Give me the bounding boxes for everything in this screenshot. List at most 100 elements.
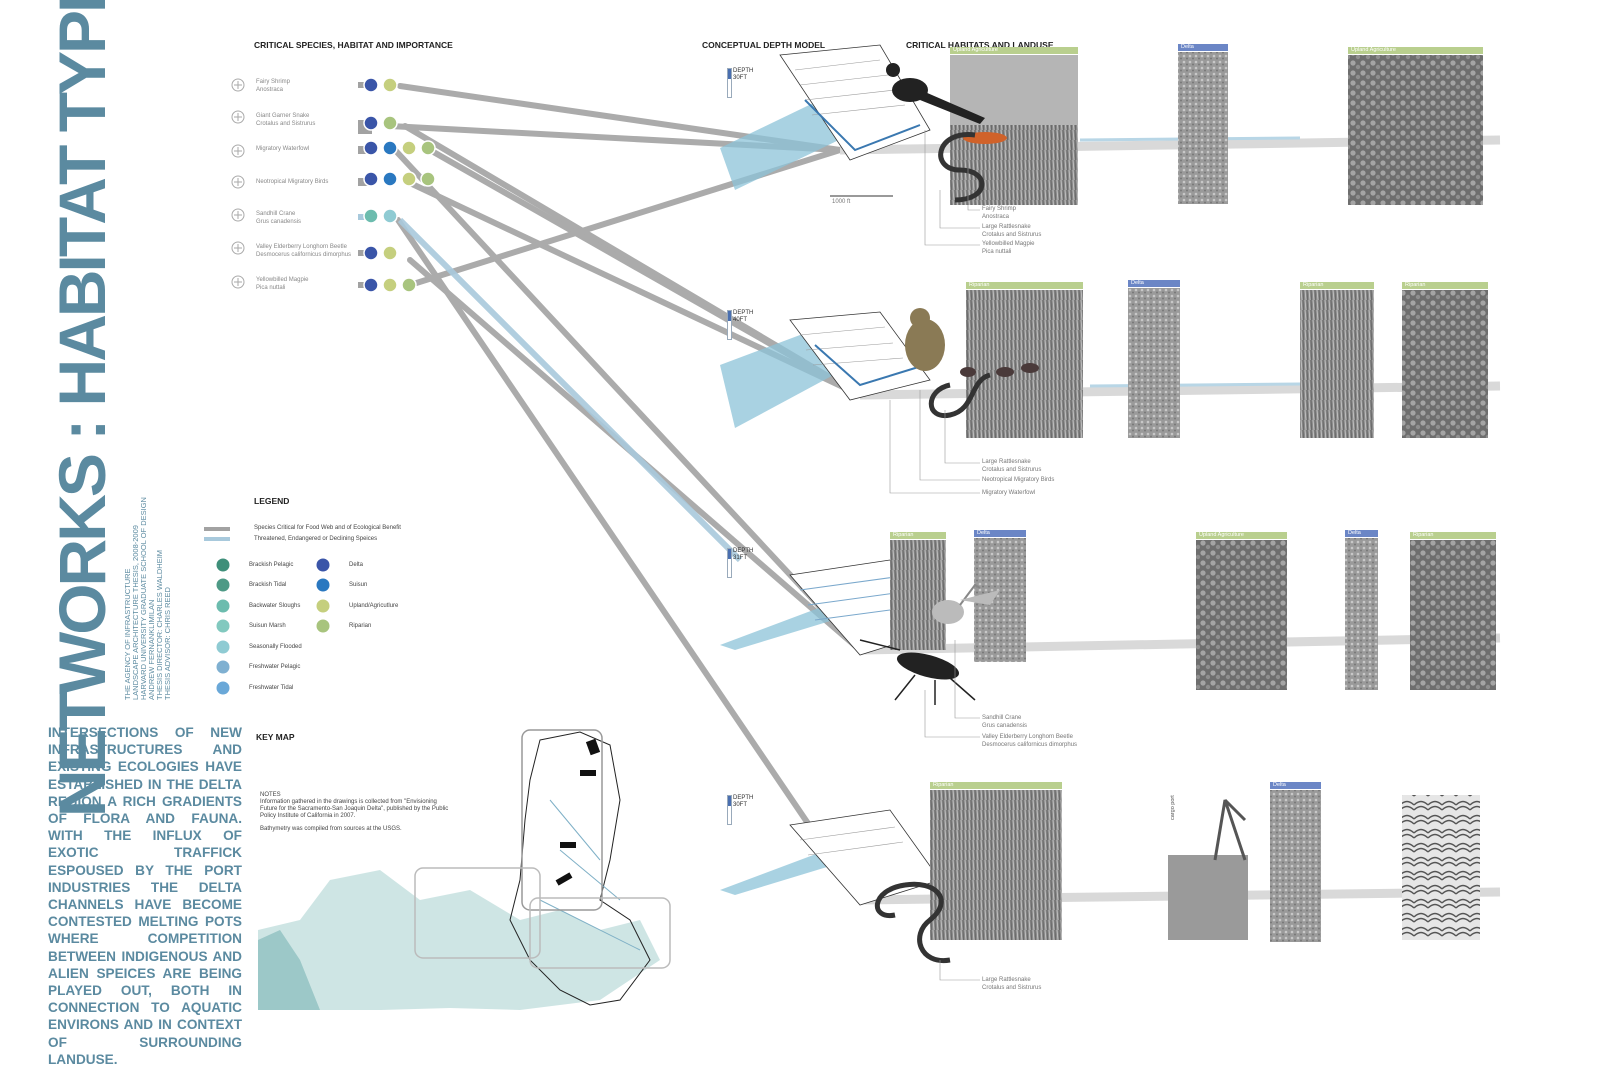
plus-icon [231,208,245,222]
habitat-dot [420,171,436,187]
habitat-tag: Upland Agriculture [1196,532,1287,539]
depth-model-2 [720,311,931,428]
legend-swatches [215,557,331,696]
habitat-tag: Riparian [890,532,946,539]
legend-item: Backwater Sloughs [249,603,301,609]
habitat-dot [363,140,379,156]
photo-suburb [1402,795,1480,940]
habitat-dot [363,77,379,93]
snake-icon [875,881,951,963]
snake-icon [928,372,991,418]
habitat-tag: Delta [974,530,1026,537]
photo-delta-texture [1345,538,1378,690]
legend-line-label: Species Critical for Food Web and of Eco… [254,525,401,531]
habitat-dot [382,140,398,156]
cargo-label: cargo port [1170,795,1176,820]
key-map [258,729,671,1010]
legend-item: Delta [349,562,364,568]
habitat-tag: Upland Agriculture [1348,47,1483,54]
photo-marsh [930,790,1062,940]
habitat-tag: Riparian [1410,532,1496,539]
legend-header: LEGEND [254,496,290,506]
plus-icon [231,110,245,124]
photo-delta-texture [1128,288,1180,438]
habitat-tag: Riparian [1300,282,1374,289]
photo-port [1168,855,1248,940]
photo-riparian [1300,290,1374,438]
depth-model-header: CONCEPTUAL DEPTH MODEL [702,40,826,50]
species-list [231,77,436,293]
legend-item: Brackish Tidal [249,582,287,588]
legend-line-label: Threatened, Endangered or Declining Spei… [254,536,378,542]
legend-lines [204,527,230,541]
habitat-dot [382,171,398,187]
snake-icon [938,132,985,203]
habitat-tag: Delta [1270,782,1321,789]
legend-item: Suisun Marsh [249,623,286,629]
species-label-2: Migratory Waterfowl [256,146,310,152]
legend-item: Upland/Agricutlure [349,603,399,609]
legend-item: Freshwater Tidal [249,685,294,691]
photo-riparian [1410,540,1496,690]
habitat-dot [382,77,398,93]
species-label-3: Neotropical Migratory Birds [256,179,329,185]
habitat-tag: Riparian [930,782,1062,789]
habitat-tag: Riparian [1402,282,1488,289]
photo-riparian [890,540,946,650]
habitat-dot [363,115,379,131]
photo-riparian [1402,290,1488,438]
plus-icon [231,275,245,289]
crane-icon [932,583,1000,624]
depth-model-4 [720,809,941,906]
photo-delta-texture [1178,52,1228,204]
habitat-tag: Upland Agriculture [950,47,1078,54]
habitat-dot [382,208,398,224]
photo-marsh [966,290,1083,438]
habitat-dot [401,140,417,156]
habitat-dot [401,171,417,187]
habitat-dot [382,277,398,293]
habitat-dot [382,115,398,131]
profile-line [859,633,1501,655]
annotation: Neotropical Migratory Birds [982,477,1055,483]
connector-line [395,217,863,903]
habitat-dot [382,245,398,261]
habitats-header: CRITICAL HABITATS AND LANDUSE [906,40,1054,50]
magpie-icon [886,63,985,124]
habitat-dot [363,245,379,261]
ibis-icon [960,363,1039,377]
intro-text: INTERSECTIONS OF NEW INFRASTRUCTURES AND… [48,725,242,1067]
photo-orchard [1348,55,1483,205]
habitat-dot [420,140,436,156]
habitat-dot [363,277,379,293]
habitat-tag: Delta [1178,44,1228,51]
plus-icon [231,78,245,92]
scale-label: 1000 ft [832,199,851,205]
legend-item: Riparian [349,623,372,629]
plus-icon [231,175,245,189]
habitat-tag: Riparian [966,282,1083,289]
habitat-tag: Delta [1128,280,1180,287]
habitat-dot [363,171,379,187]
keymap-header: KEY MAP [256,732,295,742]
beetle-icon [859,639,976,705]
plus-icon [231,241,245,255]
photo-flowers [1196,540,1287,690]
connector-line-threatened [397,217,743,563]
sparrow-icon [905,308,945,371]
